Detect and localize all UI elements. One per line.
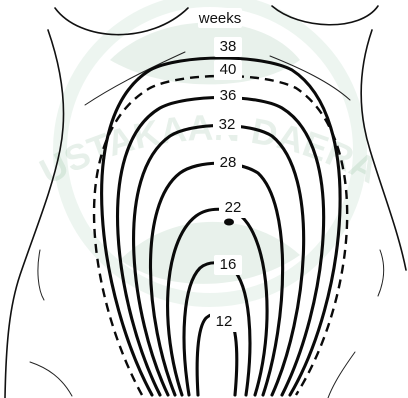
label-38-weeks: 38 [220, 38, 237, 55]
label-28-weeks: 28 [220, 154, 237, 171]
label-36-weeks: 36 [220, 87, 237, 104]
watermark-emblem-leaf [110, 23, 300, 85]
left-flank-outline [5, 30, 64, 398]
groin-line-left [30, 362, 72, 396]
label-40-weeks: 40 [220, 61, 237, 78]
label-16-weeks: 16 [220, 256, 237, 273]
groin-line-right [328, 352, 355, 398]
header-label: weeks [198, 10, 242, 27]
hip-crease-left [38, 250, 44, 300]
label-32-weeks: 32 [219, 116, 236, 133]
navel-marker [224, 219, 234, 226]
watermark: PUSTAKAAN DAERAH [0, 0, 385, 300]
hip-crease-right [378, 250, 384, 296]
watermark-emblem-leaf [120, 222, 300, 284]
label-22-weeks: 22 [225, 199, 242, 216]
label-12-weeks: 12 [216, 313, 233, 330]
